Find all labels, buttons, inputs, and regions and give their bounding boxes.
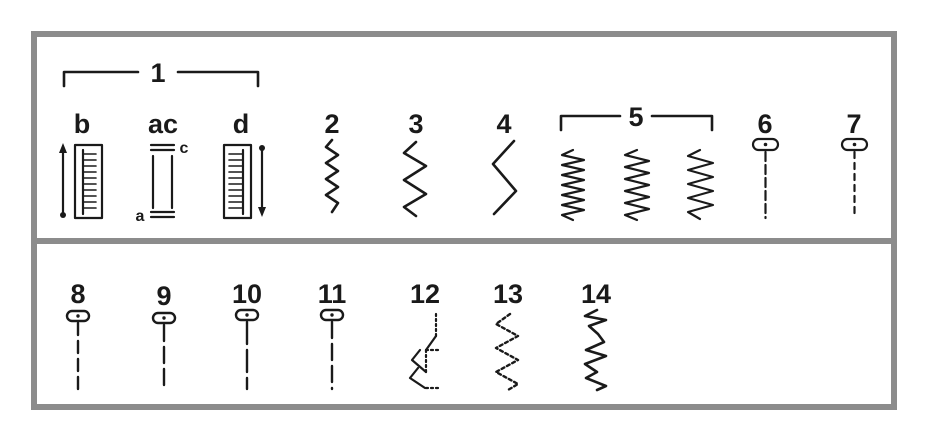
pattern-label-2: 2: [324, 109, 339, 139]
sub-label-b: b: [74, 109, 91, 139]
wide-zigzag-icon: [491, 139, 518, 216]
group-1-label: 1: [150, 58, 165, 88]
sub-label-d: d: [233, 109, 250, 139]
pattern-label-11: 11: [318, 279, 347, 309]
pattern-label-7: 7: [846, 109, 861, 139]
sub-label-ac: ac: [148, 109, 178, 139]
panel-bottom: [65, 308, 608, 392]
panel-top-labels: 1 b ac d a c 2 3 4 5 6 7: [74, 58, 862, 225]
dotted-zigzag-icon: [494, 312, 520, 392]
chart-frame: [31, 31, 897, 410]
medium-zigzag-icon: [402, 140, 428, 218]
panel-top: [59, 70, 869, 222]
pattern-label-6: 6: [757, 109, 772, 139]
heavy-zigzag-icon: [583, 308, 608, 392]
straight-stitch-with-needle-icon: [751, 137, 780, 220]
needle-stitch-icon: [319, 308, 345, 391]
sub-label-c: c: [180, 140, 189, 157]
needle-stitch-icon: [234, 308, 260, 391]
pattern-label-5: 5: [628, 102, 643, 132]
pattern-label-3: 3: [408, 109, 423, 139]
buttonhole-b-icon: [59, 143, 104, 220]
pattern-label-9: 9: [156, 281, 171, 311]
pattern-label-4: 4: [496, 109, 511, 139]
dashed-stitch-with-needle-icon: [840, 137, 869, 220]
pattern-label-12: 12: [410, 279, 440, 309]
buttonhole-ac-icon: [149, 143, 176, 219]
blind-hem-stitch-icon: [408, 312, 442, 390]
pattern-label-8: 8: [70, 279, 85, 309]
needle-stitch-icon: [65, 309, 91, 391]
group-1-bracket: [62, 70, 260, 88]
sub-label-a: a: [136, 208, 145, 225]
pattern-label-13: 13: [493, 279, 523, 309]
needle-stitch-icon: [151, 311, 177, 391]
pattern-label-14: 14: [581, 279, 611, 309]
pattern-label-10: 10: [232, 279, 262, 309]
group-5-bracket: [559, 114, 714, 132]
buttonhole-d-icon: [222, 143, 266, 220]
panel-bottom-labels: 8 9 10 11 12 13 14: [70, 279, 611, 311]
narrow-zigzag-icon: [324, 138, 340, 214]
triple-dense-zigzag-icon: [560, 148, 715, 222]
